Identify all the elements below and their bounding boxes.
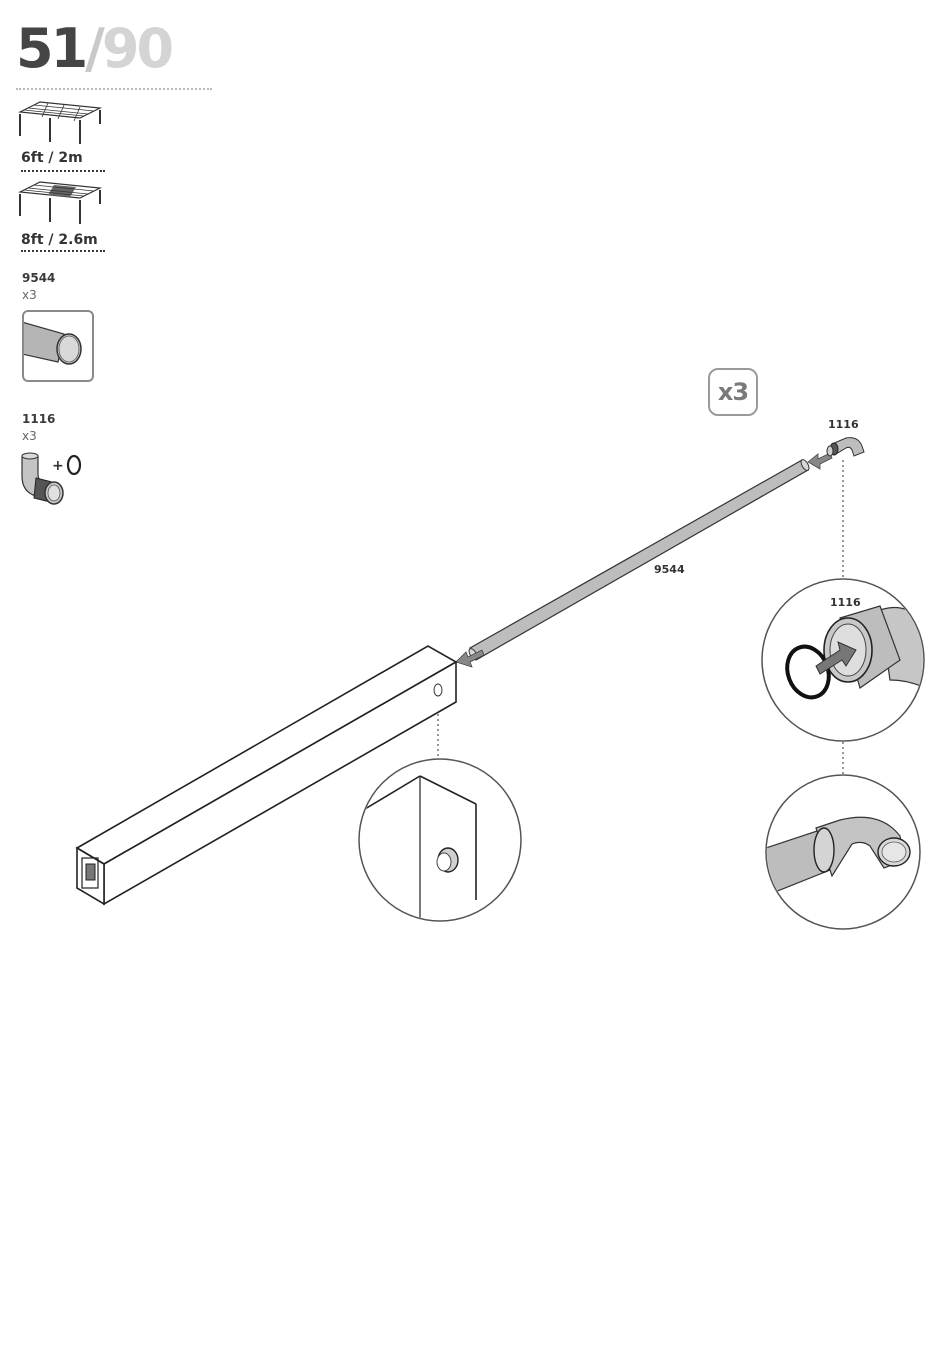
detail-circle-elbow xyxy=(760,775,920,929)
label-tube-9544: 9544 xyxy=(654,563,685,576)
label-detail-1116: 1116 xyxy=(830,596,861,609)
tube-9544 xyxy=(467,458,810,660)
label-connector-1116: 1116 xyxy=(828,418,859,431)
connector-1116-small xyxy=(827,438,864,456)
detail-circle-hole xyxy=(359,759,521,921)
